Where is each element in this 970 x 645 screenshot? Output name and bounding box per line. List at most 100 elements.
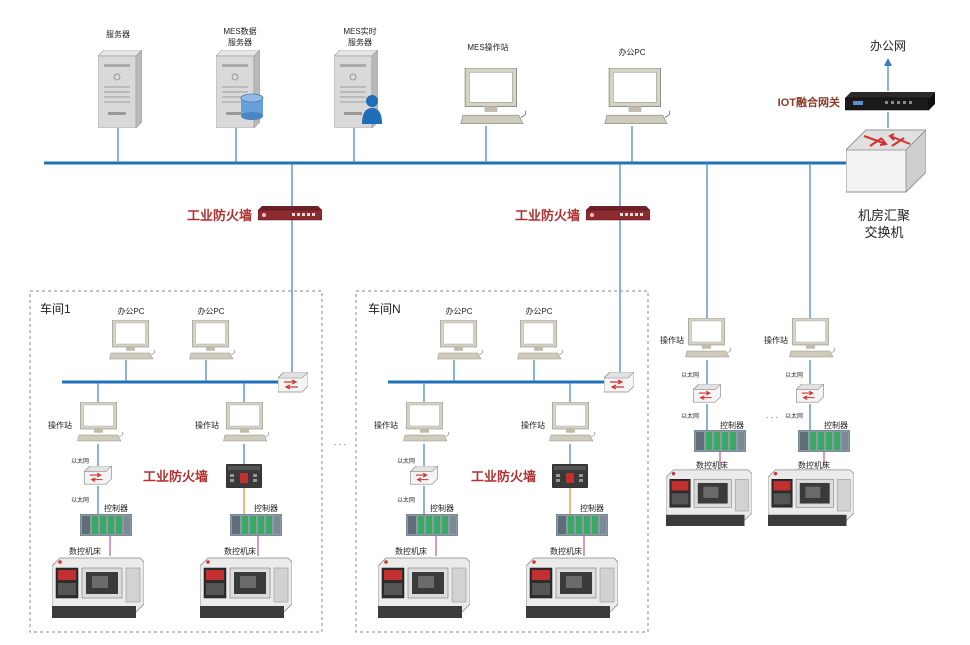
workshop-n-title: 车间N [368,301,401,316]
ethernet-label: 以太网 [681,412,699,420]
cnc-machine[interactable] [200,557,292,618]
gateway-icon [845,92,935,111]
operator-station[interactable] [685,318,732,358]
firewall-icon [586,206,650,221]
arrow-up-icon [884,58,892,66]
controller[interactable] [556,514,608,536]
ethernet-label: 以太网 [397,457,415,465]
plc-icon [798,430,850,452]
monitor-icon [109,320,156,360]
monitor-icon [403,402,450,442]
cnc-label: 数控机床 [798,460,830,470]
office-pc[interactable] [517,320,564,360]
mes-operator-station[interactable] [460,68,527,125]
workshop-n-zone [355,290,649,633]
core-switch[interactable] [846,129,926,193]
ethernet-label: 以太网 [785,371,803,379]
mes-db-server[interactable] [216,50,264,128]
cnc-machine[interactable] [768,469,854,526]
operator-station[interactable] [77,402,124,442]
controller[interactable] [80,514,132,536]
cnc-machine-icon [378,557,470,618]
monitor-icon [549,402,596,442]
office-pc[interactable] [109,320,156,360]
monitor-icon [604,68,671,125]
industrial-firewall-2[interactable] [586,206,650,221]
workshop-switch[interactable] [604,372,634,393]
switch-icon [693,384,721,403]
cell-firewall-label: 工业防火墙 [471,469,536,484]
operator-station[interactable] [223,402,270,442]
mes-db-label-2: 服务器 [228,37,252,47]
cell-firewall[interactable] [226,464,262,488]
firewall-icon [226,464,262,488]
server[interactable] [98,50,142,128]
field-switch[interactable] [693,384,721,403]
firewall-icon [258,206,322,221]
ellipsis: · · · [334,440,346,449]
firewall-1-label: 工业防火墙 [187,208,252,223]
cnc-label: 数控机床 [550,546,582,556]
operator-station[interactable] [549,402,596,442]
monitor-icon [460,68,527,125]
ethernet-label: 以太网 [71,496,89,504]
plc-icon [80,514,132,536]
workshop-1-title: 车间1 [40,301,71,316]
controller[interactable] [694,430,746,452]
cell-firewall-label: 工业防火墙 [143,469,208,484]
office-net-label: 办公网 [870,38,906,53]
office-pc-label: 办公PC [197,306,224,316]
controller[interactable] [798,430,850,452]
firewall-icon [552,464,588,488]
cnc-label: 数控机床 [224,546,256,556]
firewall-2-label: 工业防火墙 [515,208,580,223]
field-switch[interactable] [84,466,112,485]
field-switch[interactable] [796,384,824,403]
controller-label: 控制器 [720,420,744,430]
office-pc[interactable] [189,320,236,360]
switch-icon [604,372,634,393]
monitor-icon [189,320,236,360]
office-pc-top[interactable] [604,68,671,125]
switch-icon [796,384,824,403]
ellipsis: · · · [766,413,778,422]
cnc-machine-icon [200,557,292,618]
controller-label: 控制器 [254,503,278,513]
operator-station-label: 操作站 [660,335,684,345]
operator-station-label: 操作站 [195,420,219,430]
monitor-icon [77,402,124,442]
operator-station[interactable] [403,402,450,442]
industrial-firewall-1[interactable] [258,206,322,221]
workshop-switch[interactable] [278,372,308,393]
monitor-icon [223,402,270,442]
cnc-machine[interactable] [378,557,470,618]
ethernet-label: 以太网 [71,457,89,465]
cnc-machine[interactable] [52,557,144,618]
controller-label: 控制器 [104,503,128,513]
operator-station[interactable] [789,318,836,358]
field-switch[interactable] [410,466,438,485]
core-switch-label-2: 交换机 [864,225,903,240]
core-switch-label: 机房汇聚 [858,208,910,223]
controller[interactable] [406,514,458,536]
iot-gateway[interactable] [845,92,935,111]
cell-firewall[interactable] [552,464,588,488]
workshop-1-zone [29,290,323,633]
cnc-machine-icon [666,469,752,526]
office-pc[interactable] [437,320,484,360]
cnc-machine[interactable] [526,557,618,618]
cnc-label: 数控机床 [696,460,728,470]
mes-realtime-server[interactable] [334,50,382,128]
monitor-icon [789,318,836,358]
ethernet-label: 以太网 [397,496,415,504]
ethernet-label: 以太网 [785,412,803,420]
workshop-n: 车间N 办公PC 办公PC 操作站 以太网 以太网 控制器 数控机床 [355,290,649,633]
plc-icon [694,430,746,452]
cnc-machine[interactable] [666,469,752,526]
controller[interactable] [230,514,282,536]
mes-db-label: MES数据 [223,26,256,36]
switch-icon [278,372,308,393]
server-icon [98,50,142,128]
cnc-label: 数控机床 [69,546,101,556]
